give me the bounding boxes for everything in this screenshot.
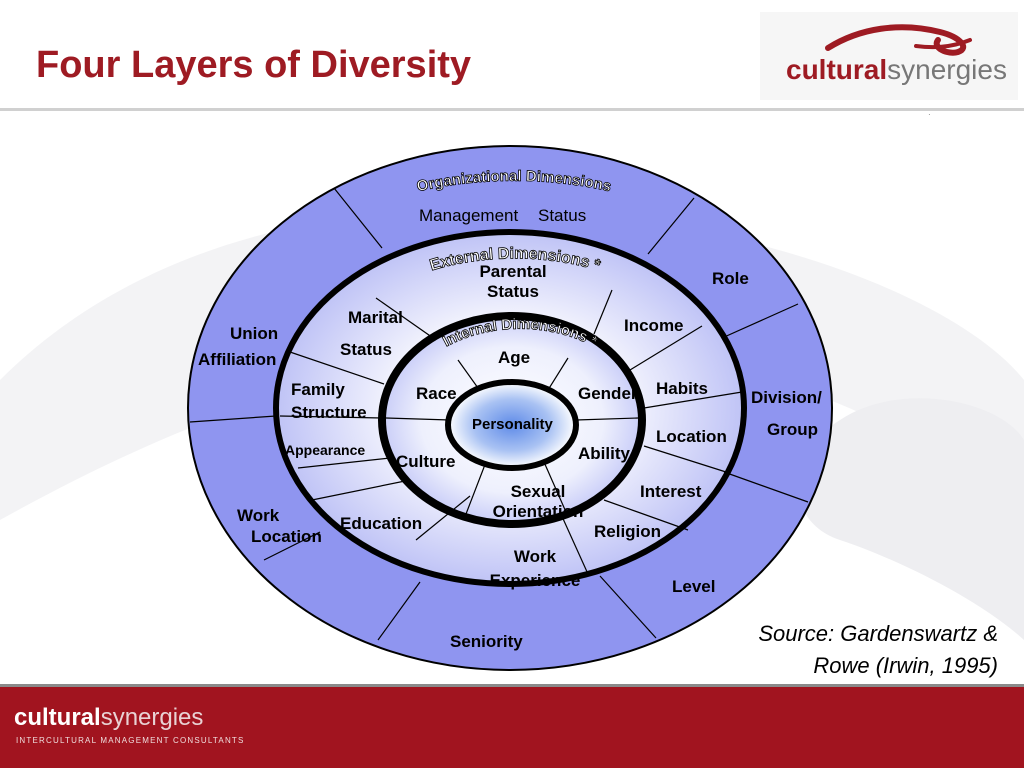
parental-status-line2: Status: [487, 281, 539, 301]
footer-tagline: INTERCULTURAL MANAGEMENT CONSULTANTS: [16, 736, 245, 745]
family-structure-line1: Family: [291, 380, 345, 399]
personality-core: [445, 379, 579, 471]
header-logo: culturalsynergies: [786, 54, 1007, 86]
work-experience-line1: Work: [513, 547, 557, 566]
culture-label: Culture: [396, 452, 456, 471]
habits-label: Habits: [656, 379, 708, 398]
external-dividers: [279, 289, 743, 575]
work-experience-label: Work Experience: [490, 545, 581, 593]
management-label: Management: [419, 206, 519, 225]
race-label: Race: [416, 384, 457, 403]
status-label: Status: [538, 206, 587, 225]
education-label: Education: [340, 514, 423, 533]
family-structure-label: Family Structure: [291, 379, 367, 425]
parental-status-label: Parental Status: [479, 262, 546, 301]
small-mark: ·: [928, 110, 931, 119]
footer-logo-light: synergies: [100, 704, 204, 731]
appearance-label: Appearance: [285, 442, 366, 458]
page-title: Four Layers of Diversity: [36, 44, 472, 86]
income-label: Income: [624, 316, 684, 335]
location-label: Location: [656, 427, 727, 446]
logo-swirl-icon: [825, 24, 972, 56]
header-divider: [0, 108, 1024, 111]
group-label: Group: [767, 420, 818, 439]
age-label: Age: [498, 348, 531, 367]
affiliation-label: Affiliation: [198, 350, 277, 369]
sexual-orientation-line1: Sexual: [510, 482, 566, 501]
gender-label: Gender: [578, 384, 638, 403]
work-location-label: Location: [251, 527, 322, 546]
parental-status-line1: Parental: [479, 262, 547, 281]
family-structure-line2: Structure: [291, 402, 367, 422]
union-label: Union: [230, 324, 279, 343]
footer-logo-bold: cultural: [14, 704, 101, 731]
organizational-dividers: [189, 187, 809, 641]
work-label: Work: [237, 506, 280, 525]
division-label: Division/: [751, 388, 822, 407]
work-experience-line2: Experience: [489, 570, 581, 590]
logo-panel: [760, 12, 1018, 100]
ability-label: Ability: [578, 444, 630, 463]
footer-divider: [0, 684, 1024, 687]
personality-label: Personality: [472, 416, 553, 433]
religion-label: Religion: [594, 522, 662, 541]
source-line2: Rowe (Irwin, 1995): [813, 652, 998, 678]
interest-label: Interest: [640, 482, 702, 501]
header-logo-bold: cultural: [786, 54, 888, 85]
seniority-label: Seniority: [450, 632, 523, 651]
sexual-orientation-label: Sexual Orientation: [493, 482, 584, 521]
sexual-orientation-line2: Orientation: [492, 501, 584, 521]
header-logo-light: synergies: [887, 54, 1007, 85]
marital-status-label: Status: [340, 340, 392, 359]
role-label: Role: [712, 269, 749, 288]
marital-label: Marital: [348, 308, 403, 327]
internal-dividers: [385, 357, 639, 515]
source-citation: Source: Gardenswartz & Rowe (Irwin, 1995…: [758, 618, 998, 682]
level-label: Level: [672, 577, 716, 596]
footer-bar: [0, 684, 1024, 768]
source-line1: Source: Gardenswartz &: [758, 621, 998, 646]
footer-logo: culturalsynergies: [14, 704, 203, 732]
